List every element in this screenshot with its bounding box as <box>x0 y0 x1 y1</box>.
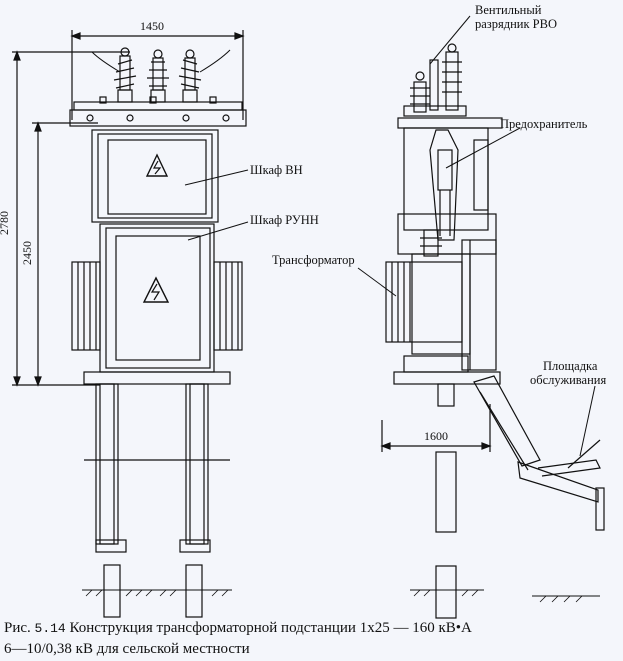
label-cabinet-lv: Шкаф РУНН <box>250 213 319 227</box>
label-platform-line2: обслуживания <box>530 373 606 387</box>
top-crossarm <box>69 96 247 127</box>
caption-number: 5.14 <box>34 621 66 636</box>
side-transformer <box>385 239 497 373</box>
lv-cabinet <box>99 223 215 373</box>
dim-1600-label: 1600 <box>424 429 448 443</box>
dim-1450-label: 1450 <box>140 19 164 33</box>
label-platform-line1: Площадка <box>543 359 598 373</box>
label-fuse: Предохранитель <box>500 117 588 131</box>
caption-line1: Конструкция трансформаторной подстанции … <box>69 620 472 636</box>
hv-insulators <box>91 47 231 103</box>
side-view: 1600 Вентильный разрядник РВО Предохрани… <box>272 3 606 619</box>
label-arrester-line2: разрядник РВО <box>475 17 557 31</box>
dimension-width-base: 1600 <box>380 404 492 452</box>
caption-prefix: Рис. <box>4 620 31 636</box>
side-arrester <box>403 43 467 117</box>
service-platform <box>473 375 605 531</box>
label-transformer: Трансформатор <box>272 253 355 267</box>
dim-2780-label: 2780 <box>0 211 11 235</box>
hv-cabinet <box>91 129 219 223</box>
dimension-width-top: 1450 <box>70 19 245 120</box>
front-supports <box>82 371 232 618</box>
label-cabinet-hv: Шкаф ВН <box>250 163 303 177</box>
dimension-height: 2780 2450 <box>0 50 130 387</box>
figure-caption: Рис. 5.14 Конструкция трансформаторной п… <box>4 618 619 659</box>
side-enclosure <box>403 127 489 241</box>
label-arrester-line1: Вентильный <box>475 3 542 17</box>
caption-line2: 6—10/0,38 кВ для сельской местности <box>4 641 250 657</box>
dim-2450-label: 2450 <box>20 241 34 265</box>
front-view: 1450 2780 2450 <box>0 19 319 618</box>
front-transformer-radiators <box>71 261 243 351</box>
